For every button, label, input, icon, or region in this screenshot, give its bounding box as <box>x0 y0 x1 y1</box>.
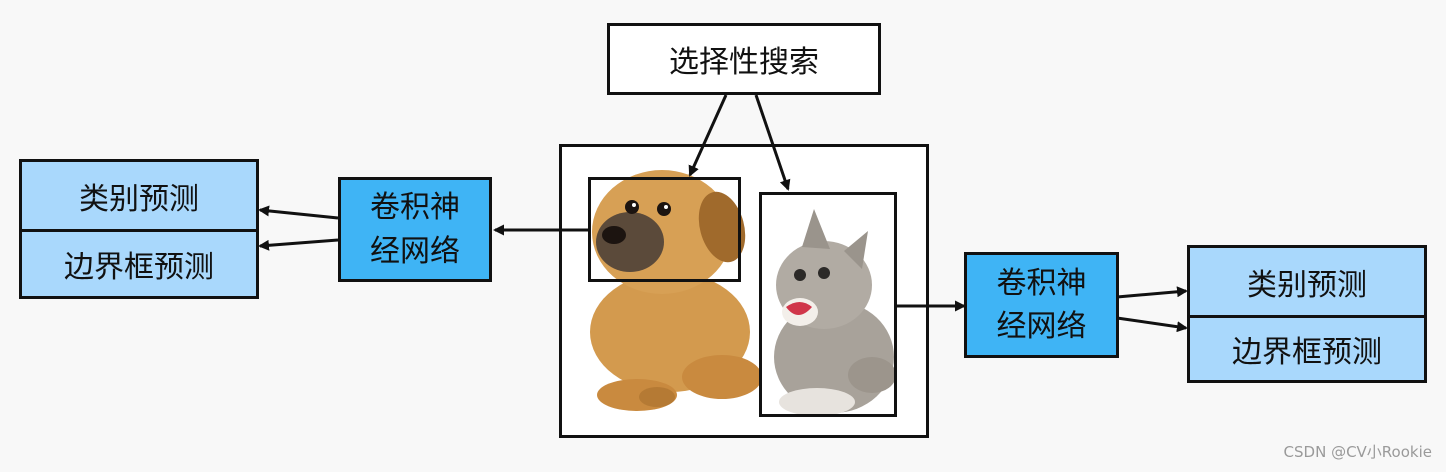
left-class-prediction-label: 类别预测 <box>79 181 199 217</box>
cat-illustration <box>774 209 896 416</box>
region-proposal-dog <box>588 177 741 282</box>
right-class-prediction-label: 类别预测 <box>1247 267 1367 303</box>
right-cnn-label-line2: 经网络 <box>996 309 1087 344</box>
arrow-left-cnn-to-bbox <box>258 238 339 251</box>
watermark: CSDN @CV小Rookie <box>1283 443 1432 461</box>
selective-search-box: 选择性搜索 <box>607 23 881 95</box>
right-cnn-label-line1: 卷积神 <box>996 265 1087 301</box>
right-bbox-prediction-box: 边界框预测 <box>1187 315 1427 383</box>
left-cnn-box: 卷积神 经网络 <box>338 177 492 282</box>
dog-and-cat-illustration <box>590 170 896 416</box>
left-bbox-prediction-label: 边界框预测 <box>64 250 214 285</box>
arrow-left-cnn-to-class <box>258 205 339 220</box>
dog-illustration <box>590 170 762 411</box>
arrow-right-cnn-to-bbox <box>1116 316 1188 333</box>
right-bbox-prediction-label: 边界框预测 <box>1232 335 1382 370</box>
left-class-prediction-box: 类别预测 <box>19 159 259 232</box>
left-bbox-prediction-box: 边界框预测 <box>19 229 259 299</box>
left-cnn-label-line2: 经网络 <box>370 233 460 269</box>
region-proposal-cat <box>759 192 897 417</box>
selective-search-label: 选择性搜索 <box>669 45 819 80</box>
arrow-search-to-dog-region <box>688 94 728 177</box>
left-cnn-label-line1: 卷积神 <box>370 190 460 225</box>
arrow-right-cnn-to-class <box>1116 286 1188 299</box>
arrow-search-to-cat-region <box>754 94 791 191</box>
right-cnn-box: 卷积神 经网络 <box>964 252 1119 358</box>
right-class-prediction-box: 类别预测 <box>1187 245 1427 318</box>
